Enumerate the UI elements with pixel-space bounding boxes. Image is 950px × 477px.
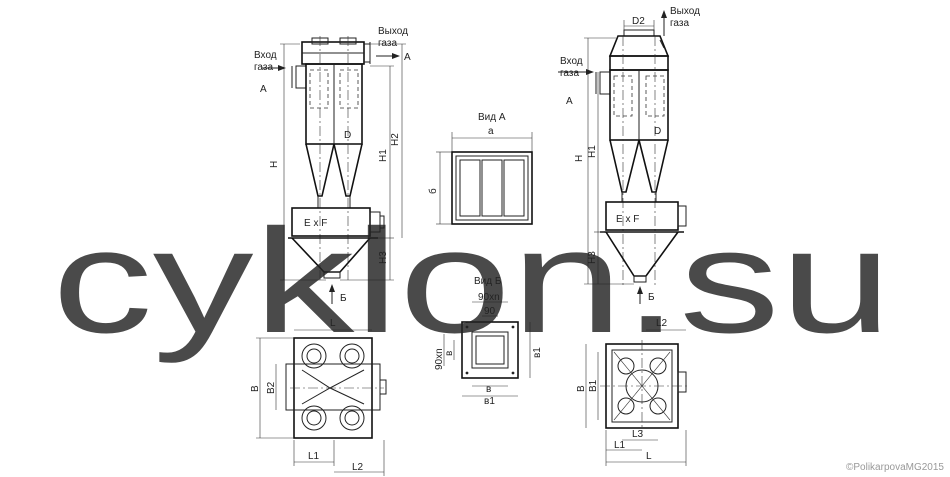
right-box-label: E x F <box>616 214 639 225</box>
left-arrow-a-outlet: А <box>404 52 411 63</box>
view-a-dim-a: а <box>488 126 494 137</box>
right-plan-dim-l1: L1 <box>614 440 626 451</box>
view-b-dim-left: 90хn <box>434 348 445 370</box>
left-inlet-label-line2: газа <box>254 62 273 73</box>
left-dim-h3: H3 <box>378 251 389 264</box>
right-inlet-label-line1: Вход <box>560 56 583 67</box>
view-b-title: Вид Б <box>474 276 502 287</box>
right-dim-h: H <box>574 155 585 162</box>
left-arrow-a-inlet: А <box>260 84 267 95</box>
right-arrow-a-inlet: А <box>566 96 573 107</box>
view-b-dim-bottom-v1: в1 <box>484 396 495 407</box>
view-b: Вид Б 90хn 90 90хn в в1 в в1 <box>434 276 543 407</box>
left-plan-dim-b2: B2 <box>266 381 277 394</box>
right-plan: L2 B B1 L3 L1 L <box>576 318 690 466</box>
left-dim-h2: H2 <box>390 133 401 146</box>
right-dim-h3: H3 <box>587 251 598 264</box>
left-elevation-dims <box>262 43 406 304</box>
right-elevation-dims <box>558 10 667 304</box>
left-dim-h: H <box>269 161 280 168</box>
view-a-dim-b: б <box>427 188 439 194</box>
right-outlet-label-line2: газа <box>670 18 689 29</box>
right-arrow-b: Б <box>648 292 655 303</box>
left-arrow-b: Б <box>340 293 347 304</box>
view-b-dim-top: 90хn <box>478 292 500 303</box>
right-plan-dim-l2: L2 <box>656 318 668 329</box>
left-elevation <box>288 36 385 280</box>
right-elevation-labels: Выход газа D2 Вход газа А H H1 H3 D E x … <box>560 6 700 303</box>
view-a-title: Вид А <box>478 112 506 123</box>
right-plan-dim-b1: B1 <box>588 379 599 392</box>
left-plan: L B B2 L1 L2 <box>250 318 387 476</box>
right-dim-d2: D2 <box>632 16 645 27</box>
left-plan-dim-l2: L2 <box>352 462 364 473</box>
right-outlet-label-line1: Выход <box>670 6 700 17</box>
left-dim-h1: H1 <box>378 149 389 162</box>
left-box-label: E x F <box>304 218 327 229</box>
right-inlet-label-line2: газа <box>560 68 579 79</box>
left-inlet-label-line1: Вход <box>254 50 277 61</box>
right-elevation <box>595 29 687 286</box>
left-dim-d: D <box>344 130 351 141</box>
view-b-dim-inner: 90 <box>484 306 496 317</box>
left-outlet-label-line1: Выход <box>378 26 408 37</box>
left-elevation-labels: Вход газа А Выход газа А H H1 H2 H3 D E … <box>254 26 411 304</box>
left-plan-dim-b: B <box>250 385 261 392</box>
right-plan-dim-l3: L3 <box>632 429 644 440</box>
view-b-dim-v: в <box>444 351 455 356</box>
right-plan-dim-l: L <box>646 451 652 462</box>
copyright-text: ©PolikarpovaMG2015 <box>846 462 944 473</box>
right-plan-dim-b: B <box>576 385 587 392</box>
left-outlet-label-line2: газа <box>378 38 397 49</box>
right-dim-d: D <box>654 126 661 137</box>
view-b-dim-v1: в1 <box>532 347 543 358</box>
left-plan-dim-l1: L1 <box>308 451 320 462</box>
left-plan-dim-l: L <box>330 318 336 329</box>
view-a: Вид А а б <box>427 112 533 225</box>
view-b-dim-bottom-v: в <box>486 384 491 395</box>
right-dim-h1: H1 <box>587 145 598 158</box>
